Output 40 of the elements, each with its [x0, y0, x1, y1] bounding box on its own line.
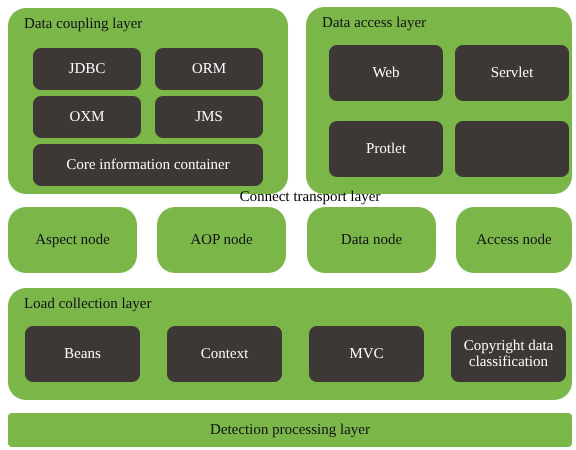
component-box: [33, 48, 141, 90]
component-label: Protlet: [366, 140, 406, 158]
node-label: Aspect node: [35, 232, 110, 248]
component-box: [155, 96, 263, 138]
layer-title: Data coupling layer: [24, 16, 142, 32]
component-box: [455, 121, 569, 177]
node-label: Data node: [340, 232, 402, 248]
component-label: ORM: [192, 60, 226, 78]
component-label: JMS: [195, 108, 223, 126]
node-label: AOP node: [190, 232, 253, 248]
component-box: [329, 45, 443, 101]
layer-title: Data access layer: [322, 15, 426, 32]
component-label: Core information container: [66, 156, 230, 174]
node-label: Access node: [476, 232, 552, 248]
component-box: [329, 121, 443, 177]
component-label: Web: [372, 64, 400, 82]
component-box: [25, 326, 140, 382]
node-box: [456, 207, 572, 273]
component-label: OXM: [69, 108, 104, 126]
component-box: [309, 326, 424, 382]
layer-title: Load collection layer: [24, 296, 152, 312]
layer-panel: [8, 288, 572, 400]
component-label: MVC: [349, 346, 384, 362]
layer-title: Detection processing layer: [210, 422, 370, 438]
component-box: [33, 144, 263, 186]
component-label: Servlet: [490, 64, 534, 82]
node-box: [157, 207, 286, 273]
component-box: [167, 326, 282, 382]
component-box: [155, 48, 263, 90]
layer-band: [8, 413, 572, 447]
component-box: [33, 96, 141, 138]
node-box: [307, 207, 436, 273]
layer-title: Connect transport layer: [240, 189, 380, 206]
node-box: [8, 207, 137, 273]
component-box: [451, 326, 566, 382]
component-label: Beans: [64, 346, 101, 362]
component-label: JDBC: [68, 60, 106, 78]
component-box: [455, 45, 569, 101]
component-label: Copyright data classification: [462, 338, 554, 370]
component-label: Context: [200, 346, 248, 362]
